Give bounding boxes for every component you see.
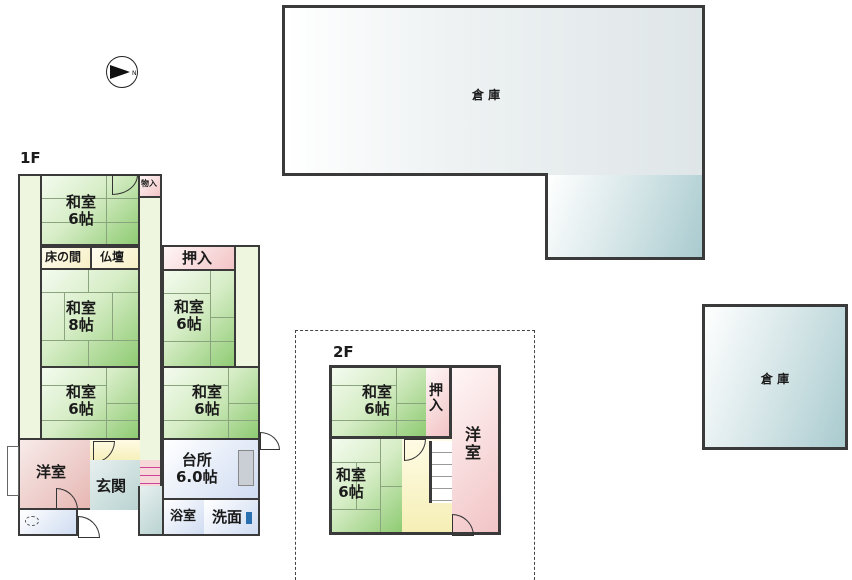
room-washitsu-south-left: 和室 6帖 — [40, 366, 140, 440]
door-east-exterior[interactable] — [260, 432, 280, 450]
stairs-2f — [429, 441, 452, 503]
svg-text:N: N — [132, 70, 137, 77]
room-washitsu-mid-right: 和室 6帖 — [162, 269, 236, 369]
storage-building-large: 倉 庫 — [282, 5, 705, 260]
room-oshiire: 押入 — [162, 245, 236, 271]
room-genkan: 玄関 — [90, 460, 140, 510]
room-toilet — [18, 508, 78, 536]
second-floor-boundary — [295, 330, 535, 580]
sink-icon — [238, 450, 254, 486]
room-washitsu-2f-north: 和室 6帖 — [329, 365, 429, 439]
room-kitchen: 台所 6.0帖 — [162, 438, 260, 500]
room-washroom: 洗面 — [204, 498, 260, 536]
room-washitsu-8: 和室 8帖 — [40, 268, 140, 368]
bay-window — [7, 446, 19, 496]
storage-label: 倉 庫 — [472, 88, 501, 102]
corridor-west — [18, 174, 42, 440]
room-butsudan: 仏壇 — [90, 246, 140, 270]
corridor-east — [234, 245, 260, 369]
first-floor-plan: 和室 6帖 物入 床の間 仏壇 和室 8帖 押入 — [0, 0, 300, 576]
door-toilet[interactable] — [78, 516, 100, 538]
hall-entry-upper — [90, 438, 140, 463]
storage-building-small: 倉 庫 — [702, 304, 848, 450]
floor-label-1f: 1F — [20, 149, 41, 167]
storage-label: 倉 庫 — [760, 372, 790, 386]
room-washitsu-2f-south: 和室 6帖 — [329, 436, 405, 535]
stairs-1f — [140, 460, 160, 486]
room-youshitsu: 洋室 — [18, 438, 92, 510]
floor-label-2f: 2F — [333, 343, 354, 361]
north-arrow-icon: N — [110, 65, 137, 79]
room-washitsu-north: 和室 6帖 — [40, 174, 140, 246]
room-washitsu-south-right: 和室 6帖 — [162, 366, 260, 440]
second-floor-plan: 和室 6帖 押 入 洋 室 和室 6帖 — [329, 365, 501, 536]
room-name: 和室 — [66, 193, 97, 211]
room-tokonoma: 床の間 — [40, 246, 92, 270]
corridor-central — [138, 196, 162, 486]
toilet-icon — [25, 516, 39, 526]
room-closet-small: 物入 — [138, 174, 162, 198]
genkan-doma — [138, 486, 162, 536]
room-size: 6帖 — [68, 209, 94, 228]
compass: N — [106, 56, 138, 88]
room-youshitsu-2f: 洋 室 — [449, 365, 501, 536]
room-bath: 浴室 — [162, 498, 206, 536]
